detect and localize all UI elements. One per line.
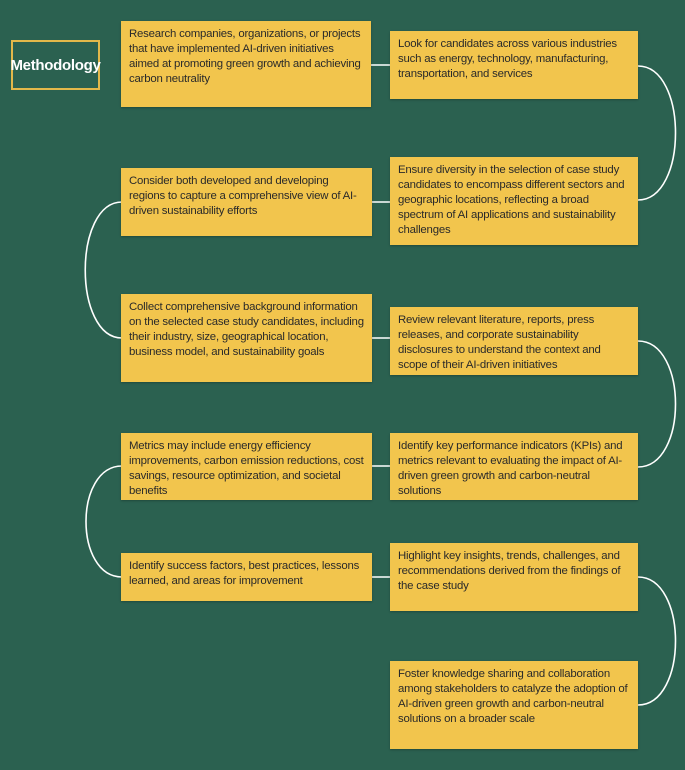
step-box-literature: Review relevant literature, reports, pre…	[390, 307, 638, 375]
step-box-research: Research companies, organizations, or pr…	[121, 21, 371, 107]
connector-4-5	[84, 201, 123, 339]
connector-10-11	[637, 576, 677, 706]
step-box-background: Collect comprehensive background informa…	[121, 294, 372, 382]
step-box-insights: Highlight key insights, trends, challeng…	[390, 543, 638, 611]
step-box-kpis: Identify key performance indicators (KPI…	[390, 433, 638, 500]
step-box-knowledge-sharing: Foster knowledge sharing and collaborati…	[390, 661, 638, 749]
step-box-industries: Look for candidates across various indus…	[390, 31, 638, 99]
step-box-diversity: Ensure diversity in the selection of cas…	[390, 157, 638, 245]
diagram-title: Methodology	[10, 40, 101, 90]
step-box-regions: Consider both developed and developing r…	[121, 168, 372, 236]
step-box-success-factors: Identify success factors, best practices…	[121, 553, 372, 601]
connector-6-7	[637, 340, 677, 468]
connector-2-3	[637, 65, 677, 201]
step-box-metrics: Metrics may include energy efficiency im…	[121, 433, 372, 500]
connector-8-9	[85, 465, 123, 578]
